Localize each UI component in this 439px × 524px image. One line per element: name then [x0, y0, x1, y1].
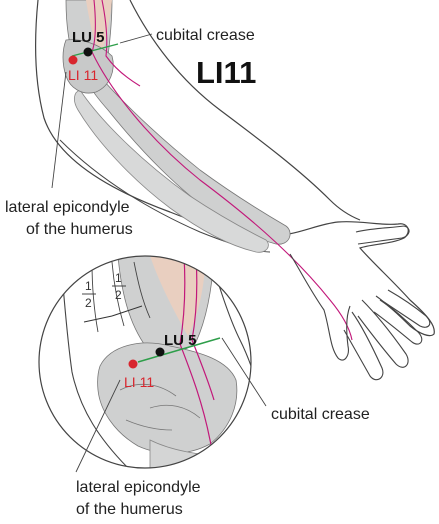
inset-meridian-line-large-intestine — [191, 256, 215, 401]
finger-4 — [383, 289, 431, 328]
cubital-crease-label-inset: cubital crease — [271, 406, 370, 423]
ulna-bone — [74, 89, 269, 253]
inset-measure-line-right — [133, 261, 151, 319]
fraction-right-numerator: 1 — [115, 271, 122, 285]
epicondyle-leader-inset — [75, 379, 121, 473]
epicondyle-label-inset-line2: of the humerus — [76, 501, 183, 518]
finger-1 — [343, 311, 384, 381]
thumb — [355, 225, 410, 245]
lu5-label-inset: LU 5 — [164, 332, 197, 349]
meridian-line-large-intestine — [101, 0, 141, 87]
li11-point-inset — [128, 359, 138, 369]
elbow-joint — [62, 39, 114, 94]
finger-2 — [357, 299, 409, 368]
fraction-left-numerator: 1 — [85, 279, 92, 293]
inset-measure-arrow-left — [83, 315, 113, 323]
lu5-point-top — [83, 47, 93, 57]
fraction-left-denominator: 2 — [85, 296, 92, 310]
inset-measure-line-mid — [111, 261, 125, 327]
li11-point-top — [68, 55, 78, 65]
li11-label-top: LI 11 — [68, 67, 98, 83]
inset-magnifier: 1 2 1 2 LU 5 LI 11 cubital crease latera… — [38, 255, 370, 518]
inset-bone-detail — [119, 383, 201, 431]
cubital-crease-leader-inset — [221, 337, 267, 407]
li11-label-inset: LI 11 — [124, 374, 154, 390]
arm-outline-inner — [129, 0, 361, 221]
lu5-point-inset — [155, 347, 165, 357]
fraction-right-denominator: 2 — [115, 288, 122, 302]
cubital-crease-label-top: cubital crease — [156, 27, 255, 44]
inset-measure-arrow-right — [111, 305, 143, 317]
epicondyle-leader-top — [51, 71, 67, 189]
epicondyle-label-top-line1: lateral epicondyle — [5, 199, 130, 216]
fraction-right: 1 2 — [112, 271, 126, 302]
arm-outline — [34, 0, 435, 337]
cubital-crease-line — [71, 43, 119, 57]
finger-3 — [373, 295, 423, 345]
muscle-tissue — [86, 0, 112, 58]
epicondyle-label-top-line2: of the humerus — [26, 221, 133, 238]
inset-elbow-joint — [97, 342, 238, 454]
epicondyle-label-inset-line1: lateral epicondyle — [76, 479, 201, 496]
cubital-crease-leader-top — [119, 33, 153, 44]
arm-illustration: LU 5 LI 11 cubital crease LI11 lateral e… — [5, 0, 435, 381]
inset-muscle-tissue — [150, 256, 206, 336]
lu5-label-top: LU 5 — [72, 29, 105, 46]
page-title: LI11 — [196, 55, 256, 90]
hand-outline — [289, 253, 351, 361]
inset-border — [38, 255, 252, 469]
fraction-left: 1 2 — [82, 279, 96, 310]
inset-cubital-crease-line — [137, 337, 221, 363]
